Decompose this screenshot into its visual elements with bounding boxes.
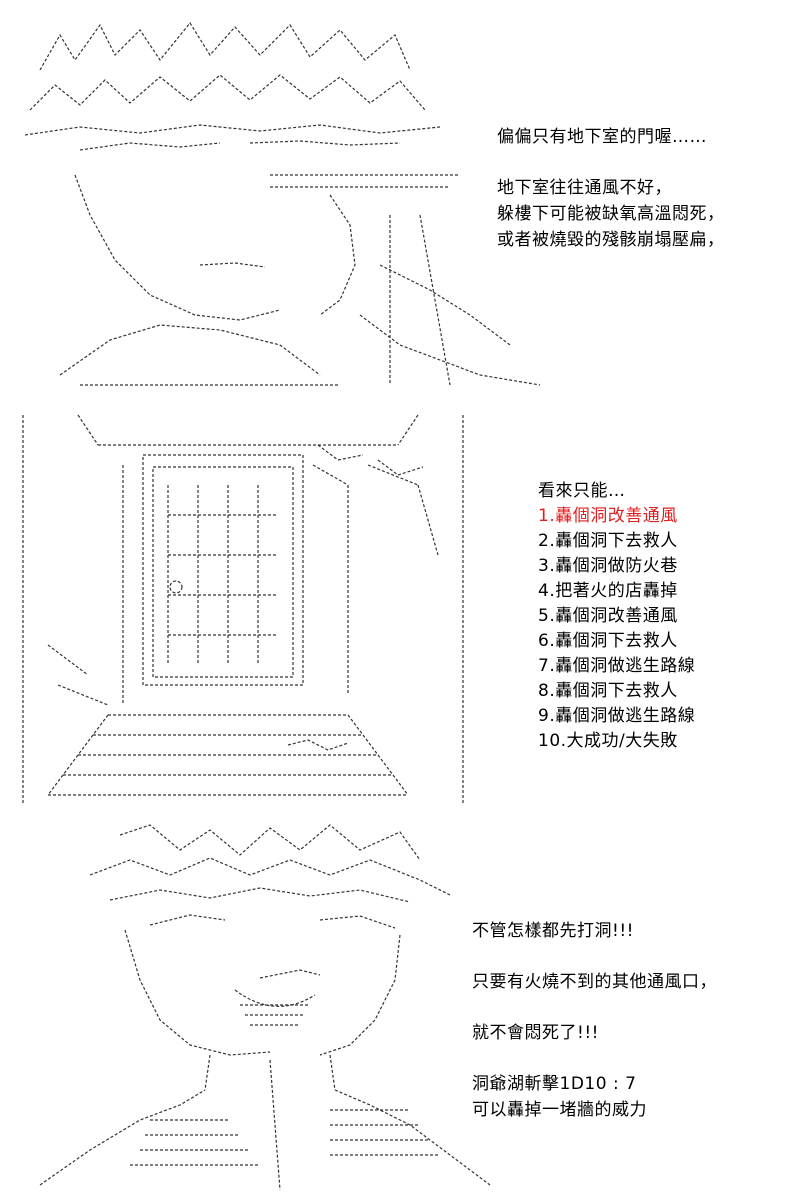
panel-3-narration: 不管怎樣都先打洞!!! 只要有火燒不到的其他通風口， 就不會悶死了!!! 洞爺湖… [472, 918, 717, 1123]
option-item: 7.轟個洞做逃生路線 [538, 656, 696, 676]
ascii-art-grinning-boy-icon [30, 820, 500, 1195]
options-intro: 看來只能… [538, 481, 626, 501]
panel-3: 不管怎樣都先打洞!!! 只要有火燒不到的其他通風口， 就不會悶死了!!! 洞爺湖… [0, 815, 800, 1200]
narration-line: 就不會悶死了!!! [472, 1023, 599, 1043]
panel-1: 偏偏只有地下室的門喔…… 地下室往往通風不好， 躲樓下可能被缺氧高溫悶死， 或者… [0, 0, 800, 400]
options-list: 1.轟個洞改善通風 2.轟個洞下去救人 3.轟個洞做防火巷 4.把著火的店轟掉 … [538, 504, 695, 754]
panel-1-narration: 偏偏只有地下室的門喔…… 地下室往往通風不好， 躲樓下可能被缺氧高溫悶死， 或者… [497, 124, 725, 253]
option-item: 8.轟個洞下去救人 [538, 681, 678, 701]
narration-line: 地下室往往通風不好， [497, 178, 672, 198]
panel-2: 看來只能… 1.轟個洞改善通風 2.轟個洞下去救人 3.轟個洞做防火巷 4.把著… [0, 400, 800, 815]
options-block: 看來只能… 1.轟個洞改善通風 2.轟個洞下去救人 3.轟個洞做防火巷 4.把著… [538, 479, 695, 754]
option-item: 6.轟個洞下去救人 [538, 631, 678, 651]
option-item: 5.轟個洞改善通風 [538, 606, 678, 626]
narration-line: 偏偏只有地下室的門喔…… [497, 127, 707, 147]
ascii-art-boy-face-icon [20, 15, 560, 395]
narration-line: 可以轟掉一堵牆的威力 [472, 1100, 647, 1120]
option-item: 2.轟個洞下去救人 [538, 531, 678, 551]
narration-line: 躲樓下可能被缺氧高溫悶死， [497, 204, 725, 224]
option-item: 10.大成功/大失敗 [538, 731, 678, 751]
dice-roll-line: 洞爺湖斬擊1D10 : 7 [472, 1074, 637, 1094]
ascii-art-basement-door-icon [18, 405, 488, 810]
option-item: 1.轟個洞改善通風 [538, 506, 678, 526]
option-item: 9.轟個洞做逃生路線 [538, 706, 696, 726]
narration-line: 或者被燒毀的殘骸崩塌壓扁， [497, 230, 725, 250]
option-item: 3.轟個洞做防火巷 [538, 556, 678, 576]
narration-line: 不管怎樣都先打洞!!! [472, 921, 634, 941]
narration-line: 只要有火燒不到的其他通風口， [472, 972, 717, 992]
option-item: 4.把著火的店轟掉 [538, 581, 678, 601]
